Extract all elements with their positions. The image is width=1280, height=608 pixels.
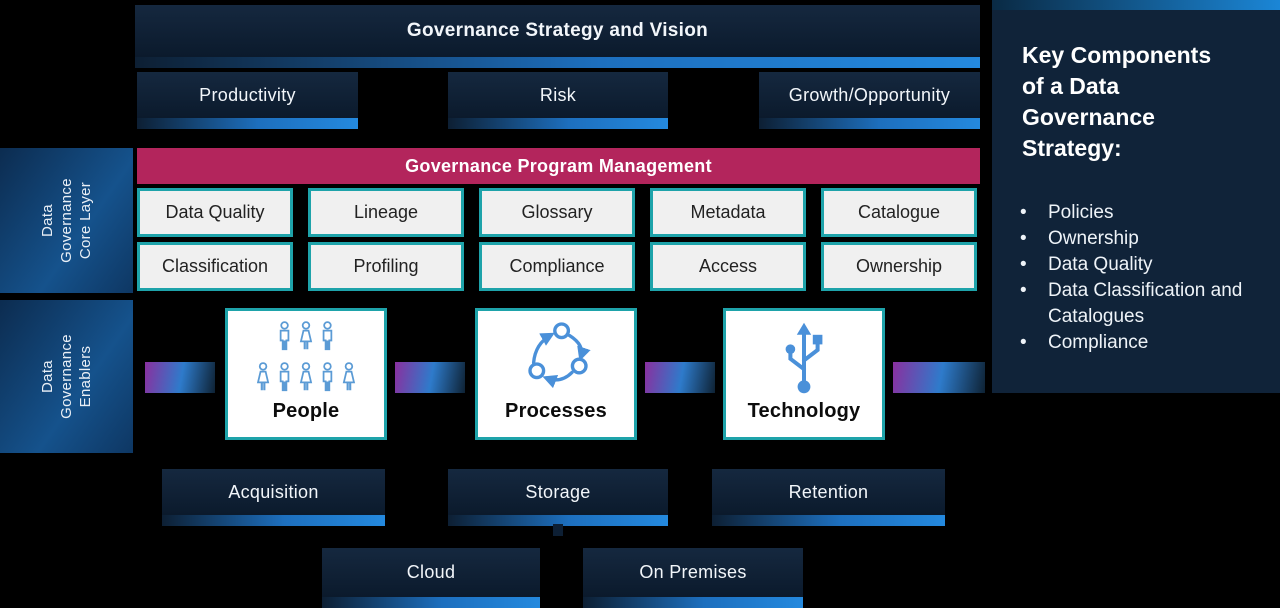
deployment-label: On Premises (583, 548, 803, 597)
gradient-underline (162, 515, 385, 526)
side-label-enablers-text: Data Governance Enablers (39, 334, 94, 419)
lifecycle-box-retention: Retention (712, 469, 945, 526)
capability-ownership: Ownership (821, 242, 977, 291)
driver-label: Productivity (137, 72, 358, 118)
governance-strategy-banner: Governance Strategy and Vision (135, 5, 980, 68)
capability-metadata: Metadata (650, 188, 806, 237)
lifecycle-box-acquisition: Acquisition (162, 469, 385, 526)
enabler-box-people: People (225, 308, 387, 440)
gradient-underline (712, 515, 945, 526)
usb-technology-icon (763, 311, 845, 400)
lifecycle-box-storage: Storage (448, 469, 668, 526)
lifecycle-label: Retention (712, 469, 945, 515)
enabler-connector (395, 362, 465, 393)
panel-top-gradient-bar (992, 0, 1280, 10)
process-cycle-icon (515, 311, 597, 400)
enabler-box-processes: Processes (475, 308, 637, 440)
governance-program-management-label: Governance Program Management (405, 155, 712, 176)
bullet-icon: • (1020, 202, 1027, 223)
lifecycle-label: Storage (448, 469, 668, 515)
capability-access: Access (650, 242, 806, 291)
gradient-underline (135, 57, 980, 68)
people-group-icon (247, 311, 365, 400)
key-components-panel: Key Components of a Data Governance Stra… (992, 0, 1280, 393)
side-label-enablers: Data Governance Enablers (0, 300, 133, 453)
key-components-title: Key Components of a Data Governance Stra… (1022, 42, 1212, 161)
list-item: • Data Quality (1020, 252, 1270, 278)
driver-box-risk: Risk (448, 72, 668, 129)
enabler-label-people: People (272, 400, 340, 422)
capability-lineage: Lineage (308, 188, 464, 237)
driver-label: Growth/Opportunity (759, 72, 980, 118)
list-item: • Ownership (1020, 226, 1270, 252)
gradient-underline (322, 597, 540, 608)
side-label-core-layer-text: Data Governance Core Layer (39, 178, 94, 263)
deployment-box-cloud: Cloud (322, 548, 540, 608)
governance-program-management-banner: Governance Program Management (137, 148, 980, 184)
key-components-list: • Policies • Ownership • Data Quality • … (1020, 200, 1270, 356)
enabler-connector (893, 362, 985, 393)
governance-strategy-banner-label: Governance Strategy and Vision (135, 5, 980, 57)
bullet-icon: • (1020, 332, 1027, 353)
enabler-connector (145, 362, 215, 393)
capability-glossary: Glossary (479, 188, 635, 237)
bullet-icon: • (1020, 254, 1027, 275)
lifecycle-label: Acquisition (162, 469, 385, 515)
capability-compliance: Compliance (479, 242, 635, 291)
list-item: • Policies (1020, 200, 1270, 226)
enabler-label-technology: Technology (747, 400, 861, 422)
bullet-icon: • (1020, 280, 1027, 301)
deployment-label: Cloud (322, 548, 540, 597)
gradient-underline (583, 597, 803, 608)
gradient-underline (448, 515, 668, 526)
side-label-core-layer: Data Governance Core Layer (0, 148, 133, 293)
capability-profiling: Profiling (308, 242, 464, 291)
driver-label: Risk (448, 72, 668, 118)
list-item: • Data Classification and Catalogues (1020, 278, 1270, 330)
enabler-label-processes: Processes (505, 400, 607, 422)
gradient-underline (759, 118, 980, 129)
bullet-icon: • (1020, 228, 1027, 249)
storage-deployment-connector (553, 524, 563, 536)
gradient-underline (137, 118, 358, 129)
gradient-underline (448, 118, 668, 129)
capability-catalogue: Catalogue (821, 188, 977, 237)
capability-data-quality: Data Quality (137, 188, 293, 237)
list-item: • Compliance (1020, 330, 1270, 356)
driver-box-productivity: Productivity (137, 72, 358, 129)
capability-classification: Classification (137, 242, 293, 291)
deployment-box-on-premises: On Premises (583, 548, 803, 608)
enabler-connector (645, 362, 715, 393)
enabler-box-technology: Technology (723, 308, 885, 440)
driver-box-growth-opportunity: Growth/Opportunity (759, 72, 980, 129)
